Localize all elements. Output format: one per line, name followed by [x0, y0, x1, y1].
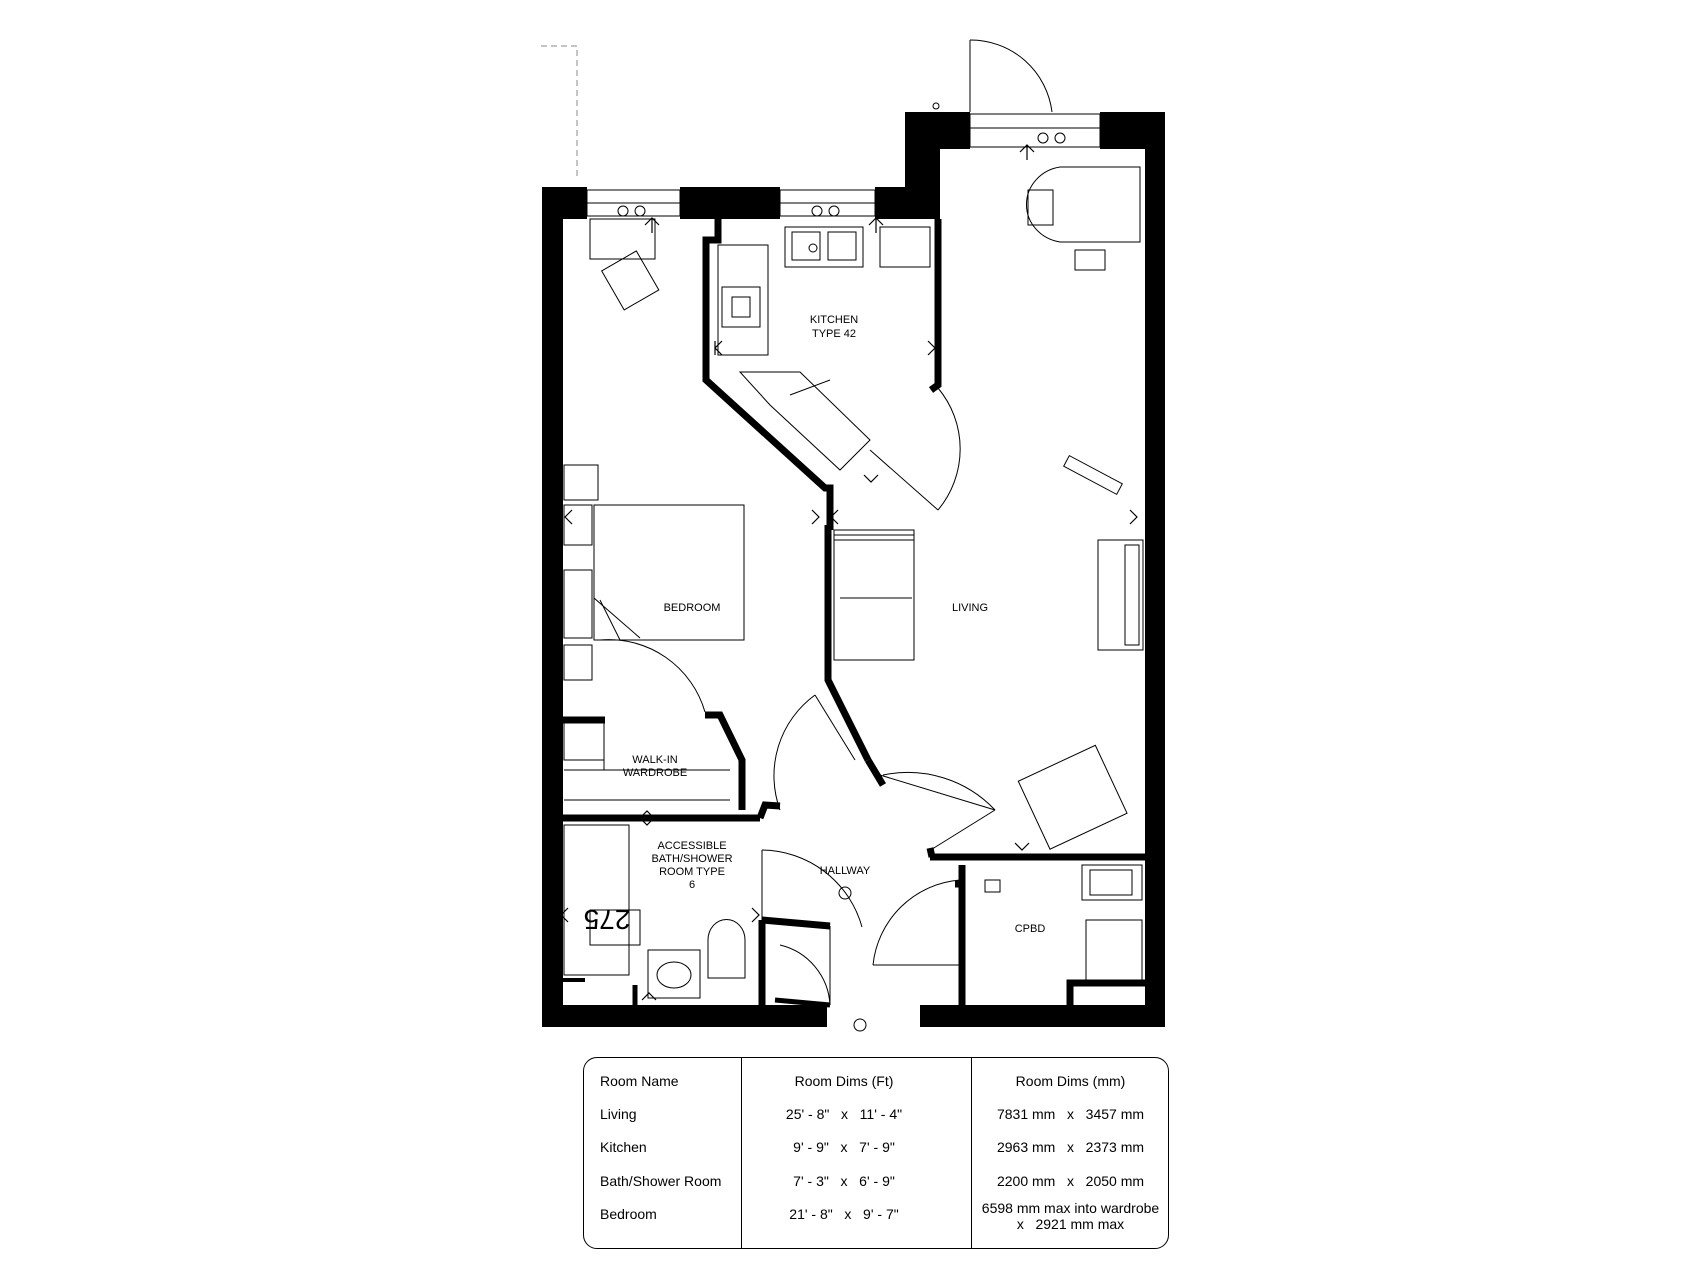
arrows — [560, 144, 1138, 1001]
internal-walls — [563, 219, 1145, 1008]
row-living-ft: 25' - 8" x 11' - 4" — [785, 1106, 903, 1122]
header-dims-ft: Room Dims (Ft) — [794, 1073, 894, 1089]
header-dims-mm: Room Dims (mm) — [1015, 1073, 1126, 1089]
door-swings — [599, 387, 996, 1006]
row-kitchen-mm: 2963 mm x 2373 mm — [996, 1139, 1145, 1155]
row-living-mm: 7831 mm x 3457 mm — [996, 1106, 1145, 1122]
table-divider — [741, 1058, 742, 1248]
label-wardrobe-1: WALK-IN — [632, 754, 677, 766]
label-bath-4: 6 — [689, 879, 695, 891]
label-cupboard: CPBD — [1015, 923, 1046, 935]
row-bedroom-ft: 21' - 8" x 9' - 7" — [789, 1206, 899, 1222]
balcony-door — [541, 39, 1053, 180]
table-divider — [971, 1058, 972, 1248]
row-bath-mm: 2200 mm x 2050 mm — [996, 1173, 1145, 1189]
windows — [586, 113, 1101, 217]
row-kitchen-ft: 9' - 9" x 7' - 9" — [793, 1139, 895, 1155]
label-bath-2: BATH/SHOWER — [651, 853, 732, 865]
furniture — [563, 166, 1144, 1032]
row-bath-ft: 7' - 3" x 6' - 9" — [793, 1173, 895, 1189]
row-bedroom-name: Bedroom — [600, 1206, 657, 1222]
row-kitchen-name: Kitchen — [600, 1139, 647, 1155]
label-hallway: HALLWAY — [820, 865, 871, 877]
label-bedroom: BEDROOM — [664, 602, 721, 614]
label-wardrobe-2: WARDROBE — [623, 767, 687, 779]
row-bedroom-mm: 6598 mm max into wardrobe x 2921 mm max — [981, 1200, 1160, 1232]
outer-walls — [542, 112, 1165, 1027]
row-bath-name: Bath/Shower Room — [600, 1173, 722, 1189]
row-living-name: Living — [600, 1106, 637, 1122]
label-kitchen-2: TYPE 42 — [812, 328, 856, 340]
label-bath-3: ROOM TYPE — [659, 866, 725, 878]
label-living: LIVING — [952, 602, 988, 614]
unit-number: 275 — [584, 904, 631, 935]
room-labels: KITCHEN TYPE 42 BEDROOM LIVING WALK-IN W… — [584, 314, 1046, 935]
room-dimensions-table: Room Name Room Dims (Ft) Room Dims (mm) … — [583, 1057, 1169, 1249]
header-room-name: Room Name — [600, 1073, 679, 1089]
label-bath-1: ACCESSIBLE — [657, 840, 726, 852]
label-kitchen-1: KITCHEN — [810, 314, 858, 326]
